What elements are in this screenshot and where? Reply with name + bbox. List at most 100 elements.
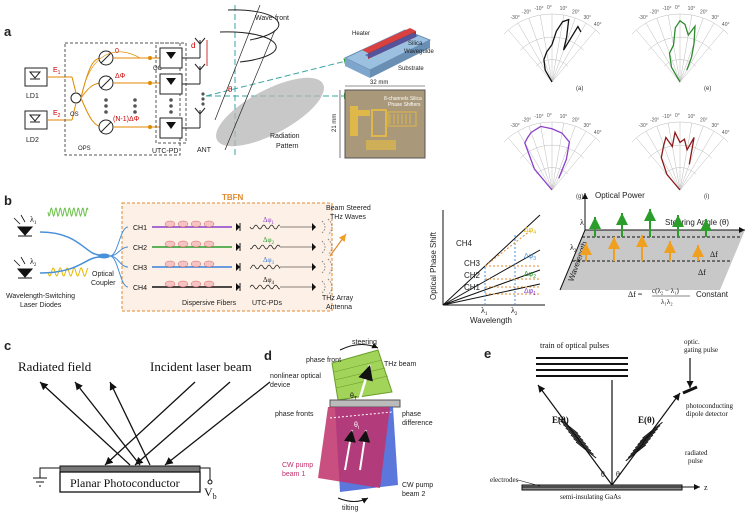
panel-d: d steering phase front THz beam θT nonli…: [264, 339, 433, 512]
detector-label-1: photoconducting: [686, 402, 734, 410]
silica-label-1: Silica: [408, 41, 423, 47]
dim-32-label: 32 mm: [370, 80, 388, 86]
e1-label: E1: [53, 67, 61, 76]
polar-tick: 30°: [584, 123, 592, 129]
polar-tick: -20°: [650, 9, 659, 15]
photo-caption-1: 8-channels Silica: [384, 96, 422, 102]
phase-diff-label-2: difference: [402, 420, 433, 427]
heater-label: Heater: [352, 31, 370, 37]
tilting-arrow: [337, 497, 369, 504]
graph-phi1: Δφ1: [524, 288, 536, 297]
array-label-1: THz Array: [322, 295, 354, 302]
ld1-diode-icon: [28, 71, 42, 80]
polar-tick: -20°: [650, 117, 659, 123]
tbfn-label: TBFN: [222, 193, 244, 202]
antenna-array: [182, 37, 206, 129]
panel-a-label: a: [4, 24, 12, 39]
polar-curve: [524, 125, 571, 191]
tilting-label: tilting: [342, 505, 358, 512]
dispersive-label: Dispersive Fibers: [182, 300, 237, 307]
polar-tick: -20°: [522, 9, 531, 15]
vb-label: Vb: [204, 485, 217, 501]
laser-label-1: Wavelength-Switching: [6, 293, 75, 300]
beam-rays: [39, 381, 271, 466]
utc-pds-label: UTC-PDs: [252, 300, 282, 307]
polar-tick: -20°: [522, 117, 531, 123]
wave-front-curve-2: [219, 31, 277, 63]
polar-curve: [543, 18, 582, 83]
lambda1-waveform: [47, 207, 89, 218]
polar-tick: -30°: [639, 123, 648, 129]
polar-tick: 30°: [584, 15, 592, 21]
gating-label-1: optic.: [684, 338, 700, 346]
coupler-label-2: Coupler: [91, 280, 116, 287]
graph-l1: λ1: [481, 306, 488, 317]
ground-symbol: [33, 467, 60, 487]
delta-phi: Δφ3: [263, 256, 275, 266]
electrode-strip: [59, 465, 201, 473]
channel-label: CH3: [133, 265, 147, 272]
photoconductor-slab: [59, 471, 201, 493]
tbfn-box: [121, 202, 333, 312]
wave-front-label: Wave-front: [255, 15, 289, 22]
e2-label: E2: [53, 110, 61, 119]
pump1-label-1: CW pump: [282, 462, 313, 469]
polar-plot-4: -30°-20°-10°0°10°20°30°40°(i): [631, 113, 729, 200]
panel-b: b λ1 λ2 Wavelength-Switching Laser Diode…: [4, 191, 745, 325]
graph-ch3: CH3: [464, 259, 481, 268]
delta-phi: Δφ2: [263, 236, 275, 246]
polar-label: (i): [704, 194, 709, 200]
polar-tick: 40°: [594, 22, 602, 28]
formula-lhs: Δf =: [628, 290, 643, 299]
phase-fronts-label: phase fronts: [275, 411, 314, 418]
steer-l2: λ2: [570, 243, 577, 254]
polar-tick: 40°: [594, 130, 602, 136]
dim-21-label: 21 mm: [332, 114, 338, 132]
delta-phi: Δφ1: [263, 216, 275, 226]
graph-ch4: CH4: [456, 239, 473, 248]
phase-shifters: 0 ΔΦ (N-1)ΔΦ OC: [80, 48, 163, 135]
phase-diff-label-1: phase: [402, 411, 421, 418]
lambda1-label: λ1: [30, 215, 37, 226]
graph-ylabel: Optical Phase Shift: [429, 231, 438, 300]
ops-label: OPS: [78, 146, 91, 152]
ld2-diode-icon: [28, 114, 42, 123]
wave-front-curve-1: [227, 9, 280, 41]
theta-right-label: θ: [616, 470, 620, 479]
polar-plot-3: -30°-20°-10°0°10°20°30°40°(g): [503, 113, 602, 200]
e-wavepackets: [557, 417, 663, 462]
graph-phi2: Δφ2: [524, 271, 536, 280]
coupler-label-1: Optical: [92, 271, 114, 278]
graph-line-ch1: [442, 283, 541, 306]
gating-label-2: gating pulse: [684, 346, 718, 354]
chip-photo: 32 mm 8-channels Silica Phase Shifters 2…: [332, 80, 426, 159]
steering-diagram: Optical Power Steering Angle (θ) Wavelen…: [559, 191, 745, 306]
nonlinear-device: [329, 399, 401, 408]
phase-1-label: ΔΦ: [115, 73, 126, 80]
channel-label: CH4: [133, 285, 147, 292]
polar-tick: -30°: [511, 123, 520, 129]
polar-tick: -10°: [534, 6, 543, 12]
polar-tick: 0°: [675, 113, 680, 119]
theta-t-label: θT: [350, 393, 357, 402]
detector-label-2: dipole detector: [686, 410, 728, 418]
graph-line-ch3: [442, 249, 541, 306]
polar-plot-1: -30°-20°-10°0°10°20°30°40°(a): [503, 5, 602, 92]
graph-ch1: CH1: [464, 283, 481, 292]
z-label: z: [704, 483, 708, 492]
train-label: train of optical pulses: [540, 341, 609, 350]
fiber-2: [39, 256, 101, 274]
radiation-label-1: Radiation: [270, 133, 300, 140]
panel-e: e train of optical pulses optic. gating …: [484, 338, 734, 501]
radiated-pulse-label-2: pulse: [688, 457, 703, 465]
fiber-1: [39, 231, 101, 256]
theta-left-label: θ: [601, 470, 605, 479]
polar-tick: 30°: [712, 123, 720, 129]
steer-df2: Δf: [698, 268, 706, 277]
optical-coupler: [98, 253, 110, 259]
polar-label: (e): [704, 86, 711, 92]
polar-tick: 0°: [547, 113, 552, 119]
polar-tick: -10°: [662, 6, 671, 12]
